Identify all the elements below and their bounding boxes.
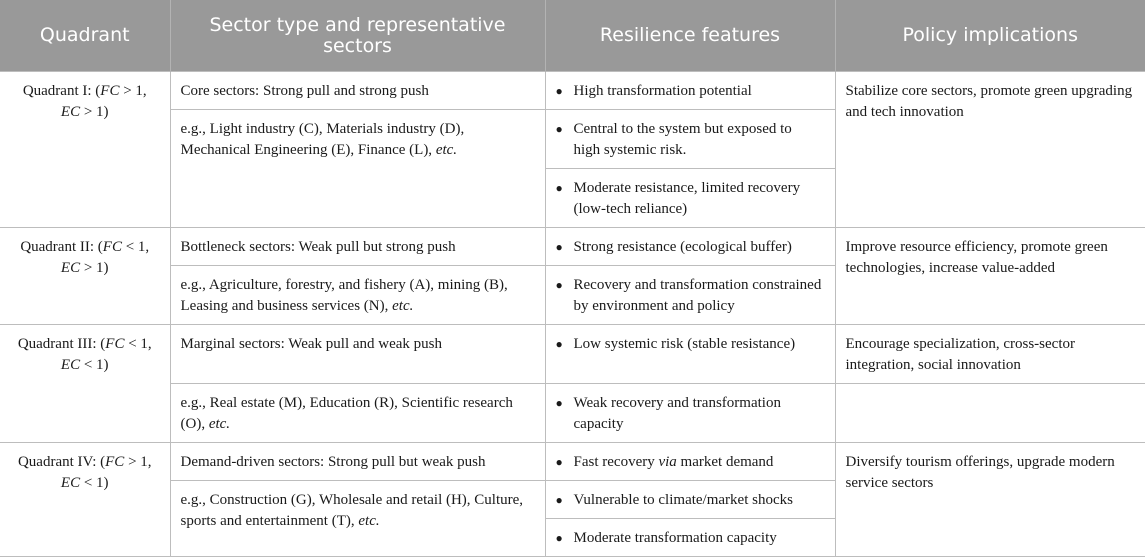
bullet-icon: ●: [555, 531, 563, 545]
bullet-icon: ●: [555, 240, 563, 254]
bullet-icon: ●: [555, 493, 563, 507]
feature-cell: ●Vulnerable to climate/market shocks: [544, 480, 836, 519]
feature-cell: ●Strong resistance (ecological buffer): [544, 227, 836, 266]
bullet-icon: ●: [555, 181, 563, 195]
policy-cell: Improve resource efficiency, promote gre…: [834, 227, 1145, 325]
examples-cell: e.g., Construction (G), Wholesale and re…: [169, 480, 546, 557]
policy-cell: Diversify tourism offerings, upgrade mod…: [834, 442, 1145, 557]
header-sector-type: Sector type and representative sectors: [170, 0, 546, 72]
quadrant-cell-2: Quadrant II: (FC < 1, EC > 1): [0, 227, 171, 325]
feature-cell: ●Weak recovery and transformation capaci…: [544, 383, 836, 443]
table-row: e.g., Construction (G), Wholesale and re…: [0, 480, 1145, 557]
feature-cell: ●Central to the system but exposed to hi…: [544, 109, 836, 169]
header-quadrant: Quadrant: [0, 0, 171, 72]
quadrant-cell-1: Quadrant I: (FC > 1, EC > 1): [0, 71, 171, 228]
sector-type-cell: Core sectors: Strong pull and strong pus…: [169, 71, 546, 110]
examples-cell: e.g., Agriculture, forestry, and fishery…: [169, 265, 546, 325]
examples-cell: e.g., Light industry (C), Materials indu…: [169, 109, 546, 228]
feature-cell: ●Recovery and transformation constrained…: [544, 265, 836, 325]
header-policy-implications: Policy implications: [835, 0, 1145, 72]
sector-type-cell: Marginal sectors: Weak pull and weak pus…: [169, 324, 546, 384]
policy-cell-empty: [834, 383, 1145, 443]
examples-cell: e.g., Real estate (M), Education (R), Sc…: [169, 383, 546, 443]
feature-cell: ●Moderate resistance, limited recovery (…: [544, 168, 836, 228]
quadrant-cell-4: Quadrant IV: (FC > 1, EC < 1): [0, 442, 171, 557]
table-row: e.g., Agriculture, forestry, and fishery…: [0, 265, 1145, 325]
bullet-icon: ●: [555, 396, 563, 410]
feature-cell: ●Low systemic risk (stable resistance): [544, 324, 836, 384]
bullet-icon: ●: [555, 337, 563, 351]
feature-cell: ●High transformation potential: [544, 71, 836, 110]
header-resilience-features: Resilience features: [545, 0, 836, 72]
table-row: Quadrant IV: (FC > 1, EC < 1) Demand-dri…: [0, 442, 1145, 557]
table-row: ●Moderate resistance, limited recovery (…: [0, 168, 1145, 228]
bullet-icon: ●: [555, 84, 563, 98]
sector-type-cell: Bottleneck sectors: Weak pull but strong…: [169, 227, 546, 266]
table-row: e.g., Real estate (M), Education (R), Sc…: [0, 383, 1145, 443]
table-row: Quadrant I: (FC > 1, EC > 1) Core sector…: [0, 71, 1145, 228]
feature-cell: ●Moderate transformation capacity: [544, 518, 836, 557]
table-row: e.g., Light industry (C), Materials indu…: [0, 109, 1145, 228]
policy-cell: Encourage specialization, cross-sector i…: [834, 324, 1145, 384]
header-row: Quadrant Sector type and representative …: [0, 0, 1145, 72]
feature-cell: ●Fast recovery via market demand: [544, 442, 836, 481]
bullet-icon: ●: [555, 455, 563, 469]
sector-type-cell: Demand-driven sectors: Strong pull but w…: [169, 442, 546, 481]
bullet-icon: ●: [555, 122, 563, 136]
table-row: Quadrant III: (FC < 1, EC < 1) Marginal …: [0, 324, 1145, 443]
bullet-icon: ●: [555, 278, 563, 292]
policy-cell: Stabilize core sectors, promote green up…: [834, 71, 1145, 228]
table-row: ●Moderate transformation capacity: [0, 518, 1145, 557]
table-row: Quadrant II: (FC < 1, EC > 1) Bottleneck…: [0, 227, 1145, 325]
quadrant-cell-3: Quadrant III: (FC < 1, EC < 1): [0, 324, 171, 443]
